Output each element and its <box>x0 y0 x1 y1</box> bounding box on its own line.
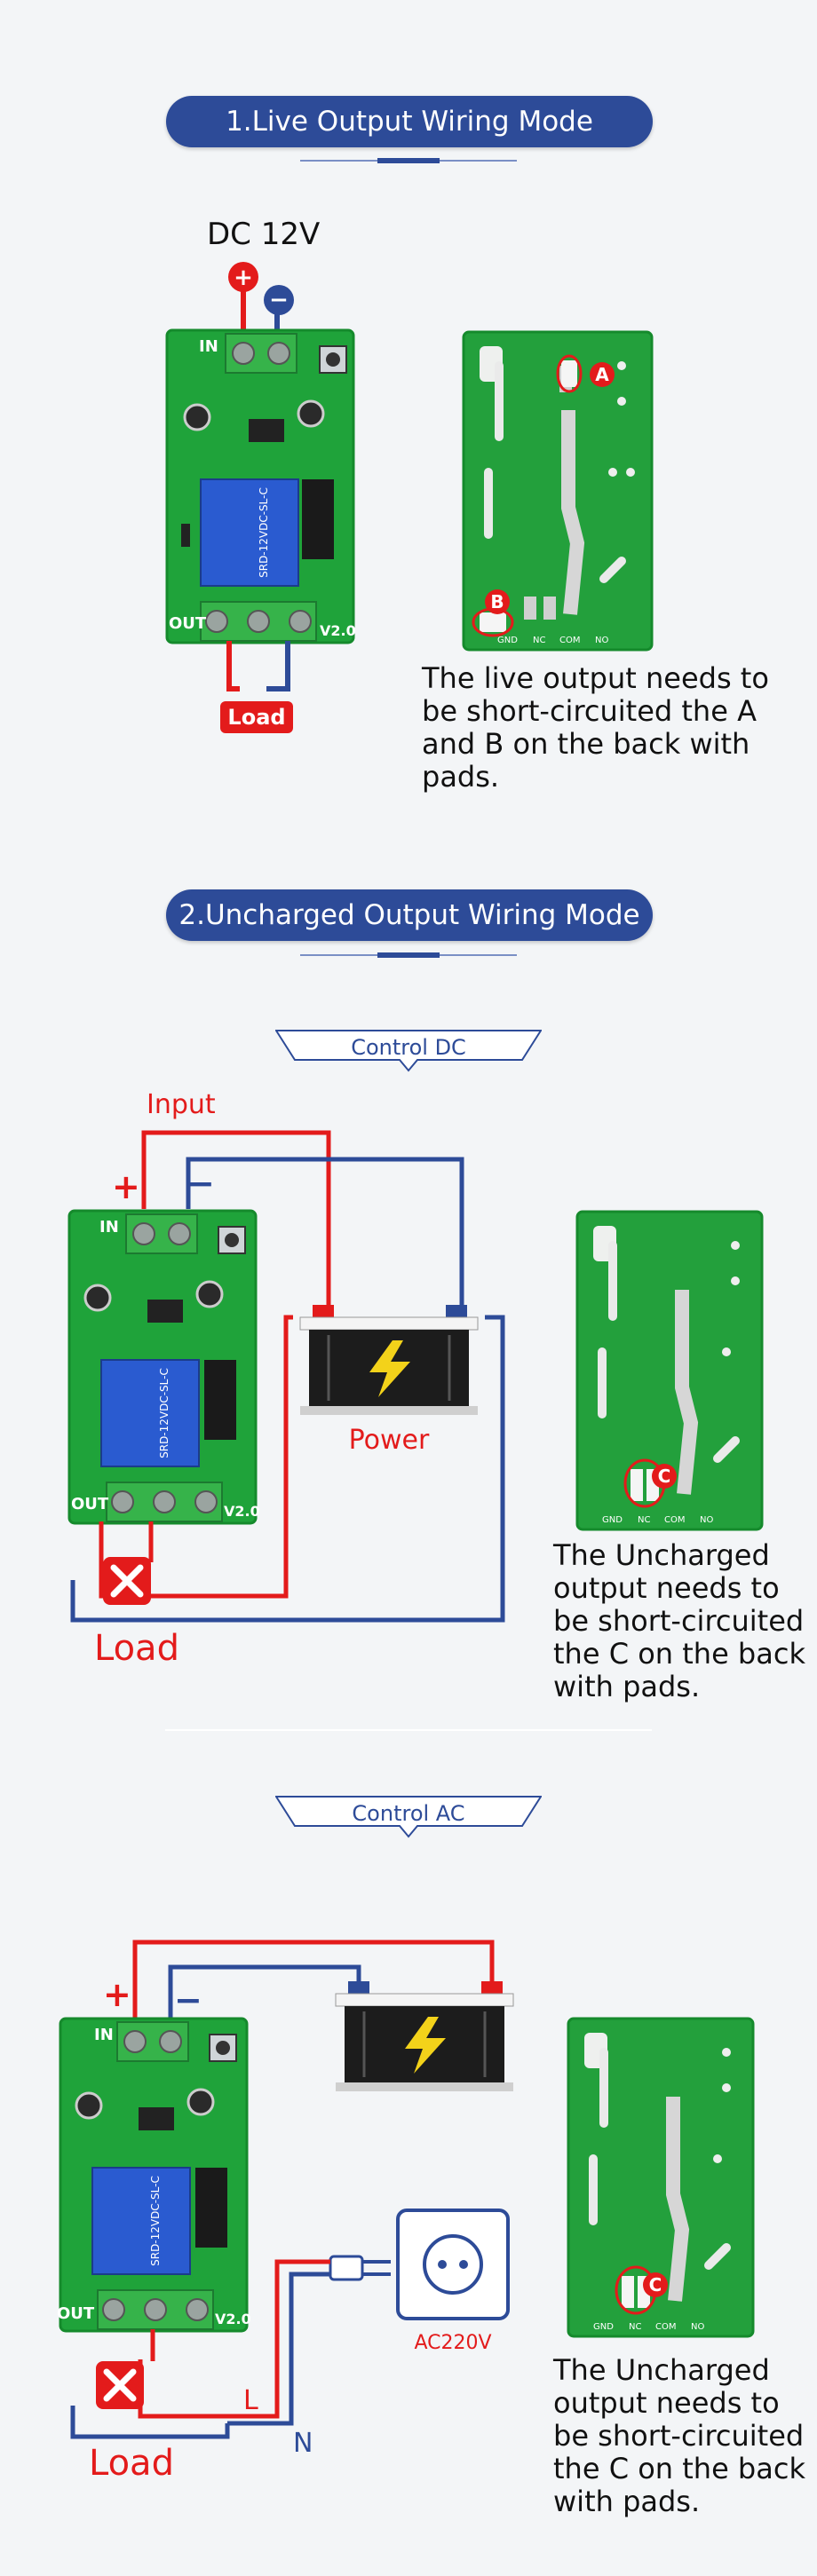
section2-title: 2.Uncharged Output Wiring Mode <box>166 889 653 941</box>
ac-board-version-label: V2.0 <box>215 2311 251 2327</box>
control-dc-label: Control DC <box>351 1035 466 1060</box>
dc-pad-c-marker <box>652 1464 677 1489</box>
section1-description: The live output needs to be short-circui… <box>422 661 769 794</box>
ac-battery-icon <box>335 1981 514 2091</box>
ac-description: The Uncharged output needs to be short-c… <box>553 2353 805 2518</box>
relay-model-label: SRD-12VDC-SL-C <box>258 487 270 578</box>
dc-board-in-label: IN <box>99 1218 119 1237</box>
pad-b-marker <box>485 589 510 614</box>
back-pin-com: COM <box>559 636 580 645</box>
section1-back-board: GND NC COM NO A B <box>462 330 654 652</box>
control-ac-tab: Control AC <box>275 1796 542 1838</box>
ac-board-out-label: OUT <box>57 2304 95 2323</box>
ac-board-in-label: IN <box>94 2026 114 2044</box>
positive-terminal-icon <box>228 262 258 292</box>
ac-load-label: Load <box>89 2443 174 2484</box>
section1-front-diagram: + − IN SRD-12VDC-SL-C OUT V2.0 Load <box>165 262 356 733</box>
dc-board-out-label: OUT <box>71 1495 109 1513</box>
section2-title-text: 2.Uncharged Output Wiring Mode <box>178 899 640 931</box>
ac-plug-icon <box>329 2255 391 2281</box>
ac-voltage-label: AC220V <box>414 2332 491 2354</box>
dc-load-label: Load <box>94 1628 179 1669</box>
ac-wiring-diagram: + − IN SRD-12VDC-SL-C OUT V2.0 <box>57 1940 514 2484</box>
ac-minus-symbol: − <box>174 1980 202 2019</box>
ac-pad-c-label: C <box>649 2274 662 2295</box>
ac-pad-c-marker <box>643 2272 668 2297</box>
dc-description: The Uncharged output needs to be short-c… <box>553 1538 805 1703</box>
ac-back-pin-gnd: GND <box>593 2322 614 2332</box>
back-pin-gnd: GND <box>497 636 518 645</box>
ac-plus-symbol: + <box>103 1975 131 2014</box>
dc-relay-model-label: SRD-12VDC-SL-C <box>158 1368 171 1458</box>
battery-icon <box>299 1305 479 1415</box>
pad-b-label: B <box>490 591 504 612</box>
section1-title-text: 1.Live Output Wiring Mode <box>226 106 593 138</box>
control-ac-label: Control AC <box>352 1801 465 1826</box>
ac-back-pin-nc: NC <box>629 2322 641 2332</box>
dc-back-board: GND NC COM NO C <box>575 1210 764 1531</box>
ac-back-pin-com: COM <box>655 2322 676 2332</box>
dc-back-pin-no: NO <box>700 1515 713 1525</box>
load-badge <box>220 701 293 733</box>
dc-minus-symbol: − <box>186 1164 215 1203</box>
pad-a-label: A <box>595 364 609 385</box>
ac-back-pin-no: NO <box>691 2322 704 2332</box>
dc12v-label: DC 12V <box>207 217 321 252</box>
input-label: Input <box>147 1089 216 1120</box>
dc-back-pin-nc: NC <box>638 1515 650 1525</box>
plus-symbol: + <box>234 265 253 291</box>
dc-board-version-label: V2.0 <box>224 1503 260 1520</box>
negative-terminal-icon <box>264 285 294 315</box>
board-out-label: OUT <box>169 614 207 633</box>
ac-neutral-label: N <box>293 2428 313 2459</box>
relay-board-ac: IN SRD-12VDC-SL-C OUT V2.0 <box>57 2017 251 2333</box>
ac-socket-icon <box>396 2209 510 2320</box>
pad-a-marker <box>590 362 615 387</box>
back-pin-nc: NC <box>533 636 545 645</box>
back-pin-no: NO <box>595 636 608 645</box>
dc-back-pin-gnd: GND <box>602 1515 623 1525</box>
relay-board-dc: IN SRD-12VDC-SL-C OUT V2.0 <box>67 1209 260 1525</box>
ac-back-board: GND NC COM NO C <box>567 2017 755 2338</box>
load-label: Load <box>227 705 285 730</box>
dc-wiring-diagram: Input + − IN SRD-12VDC-SL-C OUT V2.0 <box>67 1089 505 1669</box>
dc-pad-c-label: C <box>658 1466 671 1487</box>
board-in-label: IN <box>199 337 218 356</box>
section1-title-underline-accent <box>377 158 440 163</box>
section-divider <box>165 1729 652 1731</box>
ac-line-label: L <box>243 2385 258 2416</box>
dc-back-pin-com: COM <box>664 1515 685 1525</box>
relay-board-front: IN SRD-12VDC-SL-C OUT V2.0 <box>165 328 356 644</box>
board-version-label: V2.0 <box>320 622 356 639</box>
control-dc-tab: Control DC <box>275 1030 542 1072</box>
power-label: Power <box>349 1425 430 1456</box>
ac-relay-model-label: SRD-12VDC-SL-C <box>149 2176 162 2266</box>
minus-symbol: − <box>269 287 289 313</box>
section1-title: 1.Live Output Wiring Mode <box>166 96 653 147</box>
dc-plus-symbol: + <box>112 1167 140 1206</box>
section2-title-underline-accent <box>377 952 440 958</box>
